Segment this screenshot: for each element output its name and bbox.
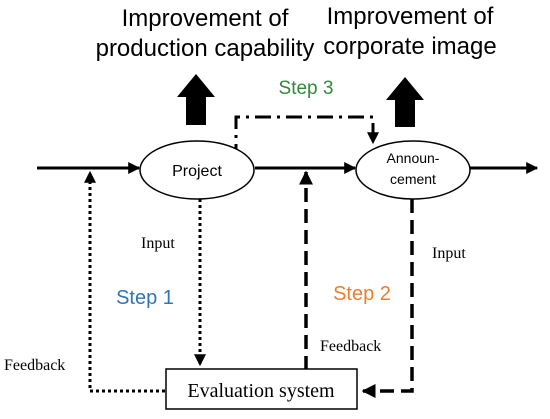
step2-input-line (361, 199, 414, 398)
step1-feedback-line (84, 170, 165, 393)
announcement-label-line2: cement (390, 171, 436, 187)
project-label: Project (172, 163, 222, 180)
feedback-label-right: Feedback (320, 338, 381, 355)
header-left-line1: Improvement of (122, 5, 289, 32)
step3-label: Step 3 (279, 78, 334, 99)
feedback-label-left: Feedback (4, 357, 65, 374)
header-right-line2: corporate image (323, 33, 496, 60)
announcement-label-line1: Announ- (387, 150, 440, 166)
header-right-line1: Improvement of (327, 3, 494, 30)
step2-label: Step 2 (333, 283, 391, 305)
evaluation-system-box (165, 368, 358, 410)
input-label-left: Input (141, 235, 175, 252)
project-node (139, 140, 255, 200)
evaluation-system-label: Evaluation system (187, 380, 335, 402)
up-arrow-left-icon (177, 74, 215, 125)
input-label-right: Input (432, 245, 466, 262)
step1-label: Step 1 (116, 287, 174, 309)
up-arrow-right-icon (386, 77, 424, 127)
header-left-line2: production capability (96, 35, 315, 62)
step3-connector (234, 115, 379, 160)
